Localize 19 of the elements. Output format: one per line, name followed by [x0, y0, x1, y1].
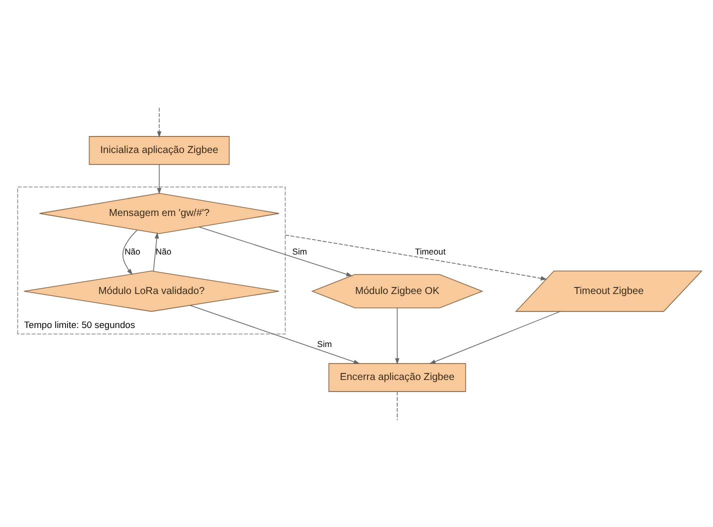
edge-label: Timeout: [415, 246, 446, 256]
edge-label: Sim: [292, 246, 307, 256]
node-diamond: Módulo LoRa validado?: [24, 270, 280, 312]
arrow: [190, 304, 360, 364]
edge-label: Sim: [317, 338, 332, 349]
arrow: [284, 234, 548, 280]
edge-label: Não: [156, 246, 172, 256]
arrow: [153, 232, 159, 272]
arrow: [157, 164, 162, 194]
node-diamond: Mensagem em 'gw/#'?: [39, 192, 280, 234]
connector: [396, 390, 398, 420]
arrow: [429, 310, 561, 364]
arrow: [122, 229, 138, 274]
arrow: [157, 106, 162, 138]
edge-label: Não: [124, 246, 140, 256]
node-box: Inicializa aplicação Zigbee: [88, 136, 230, 164]
node-box: Encerra aplicação Zigbee: [328, 362, 466, 392]
arrow: [395, 306, 400, 364]
arrow: [198, 226, 352, 276]
